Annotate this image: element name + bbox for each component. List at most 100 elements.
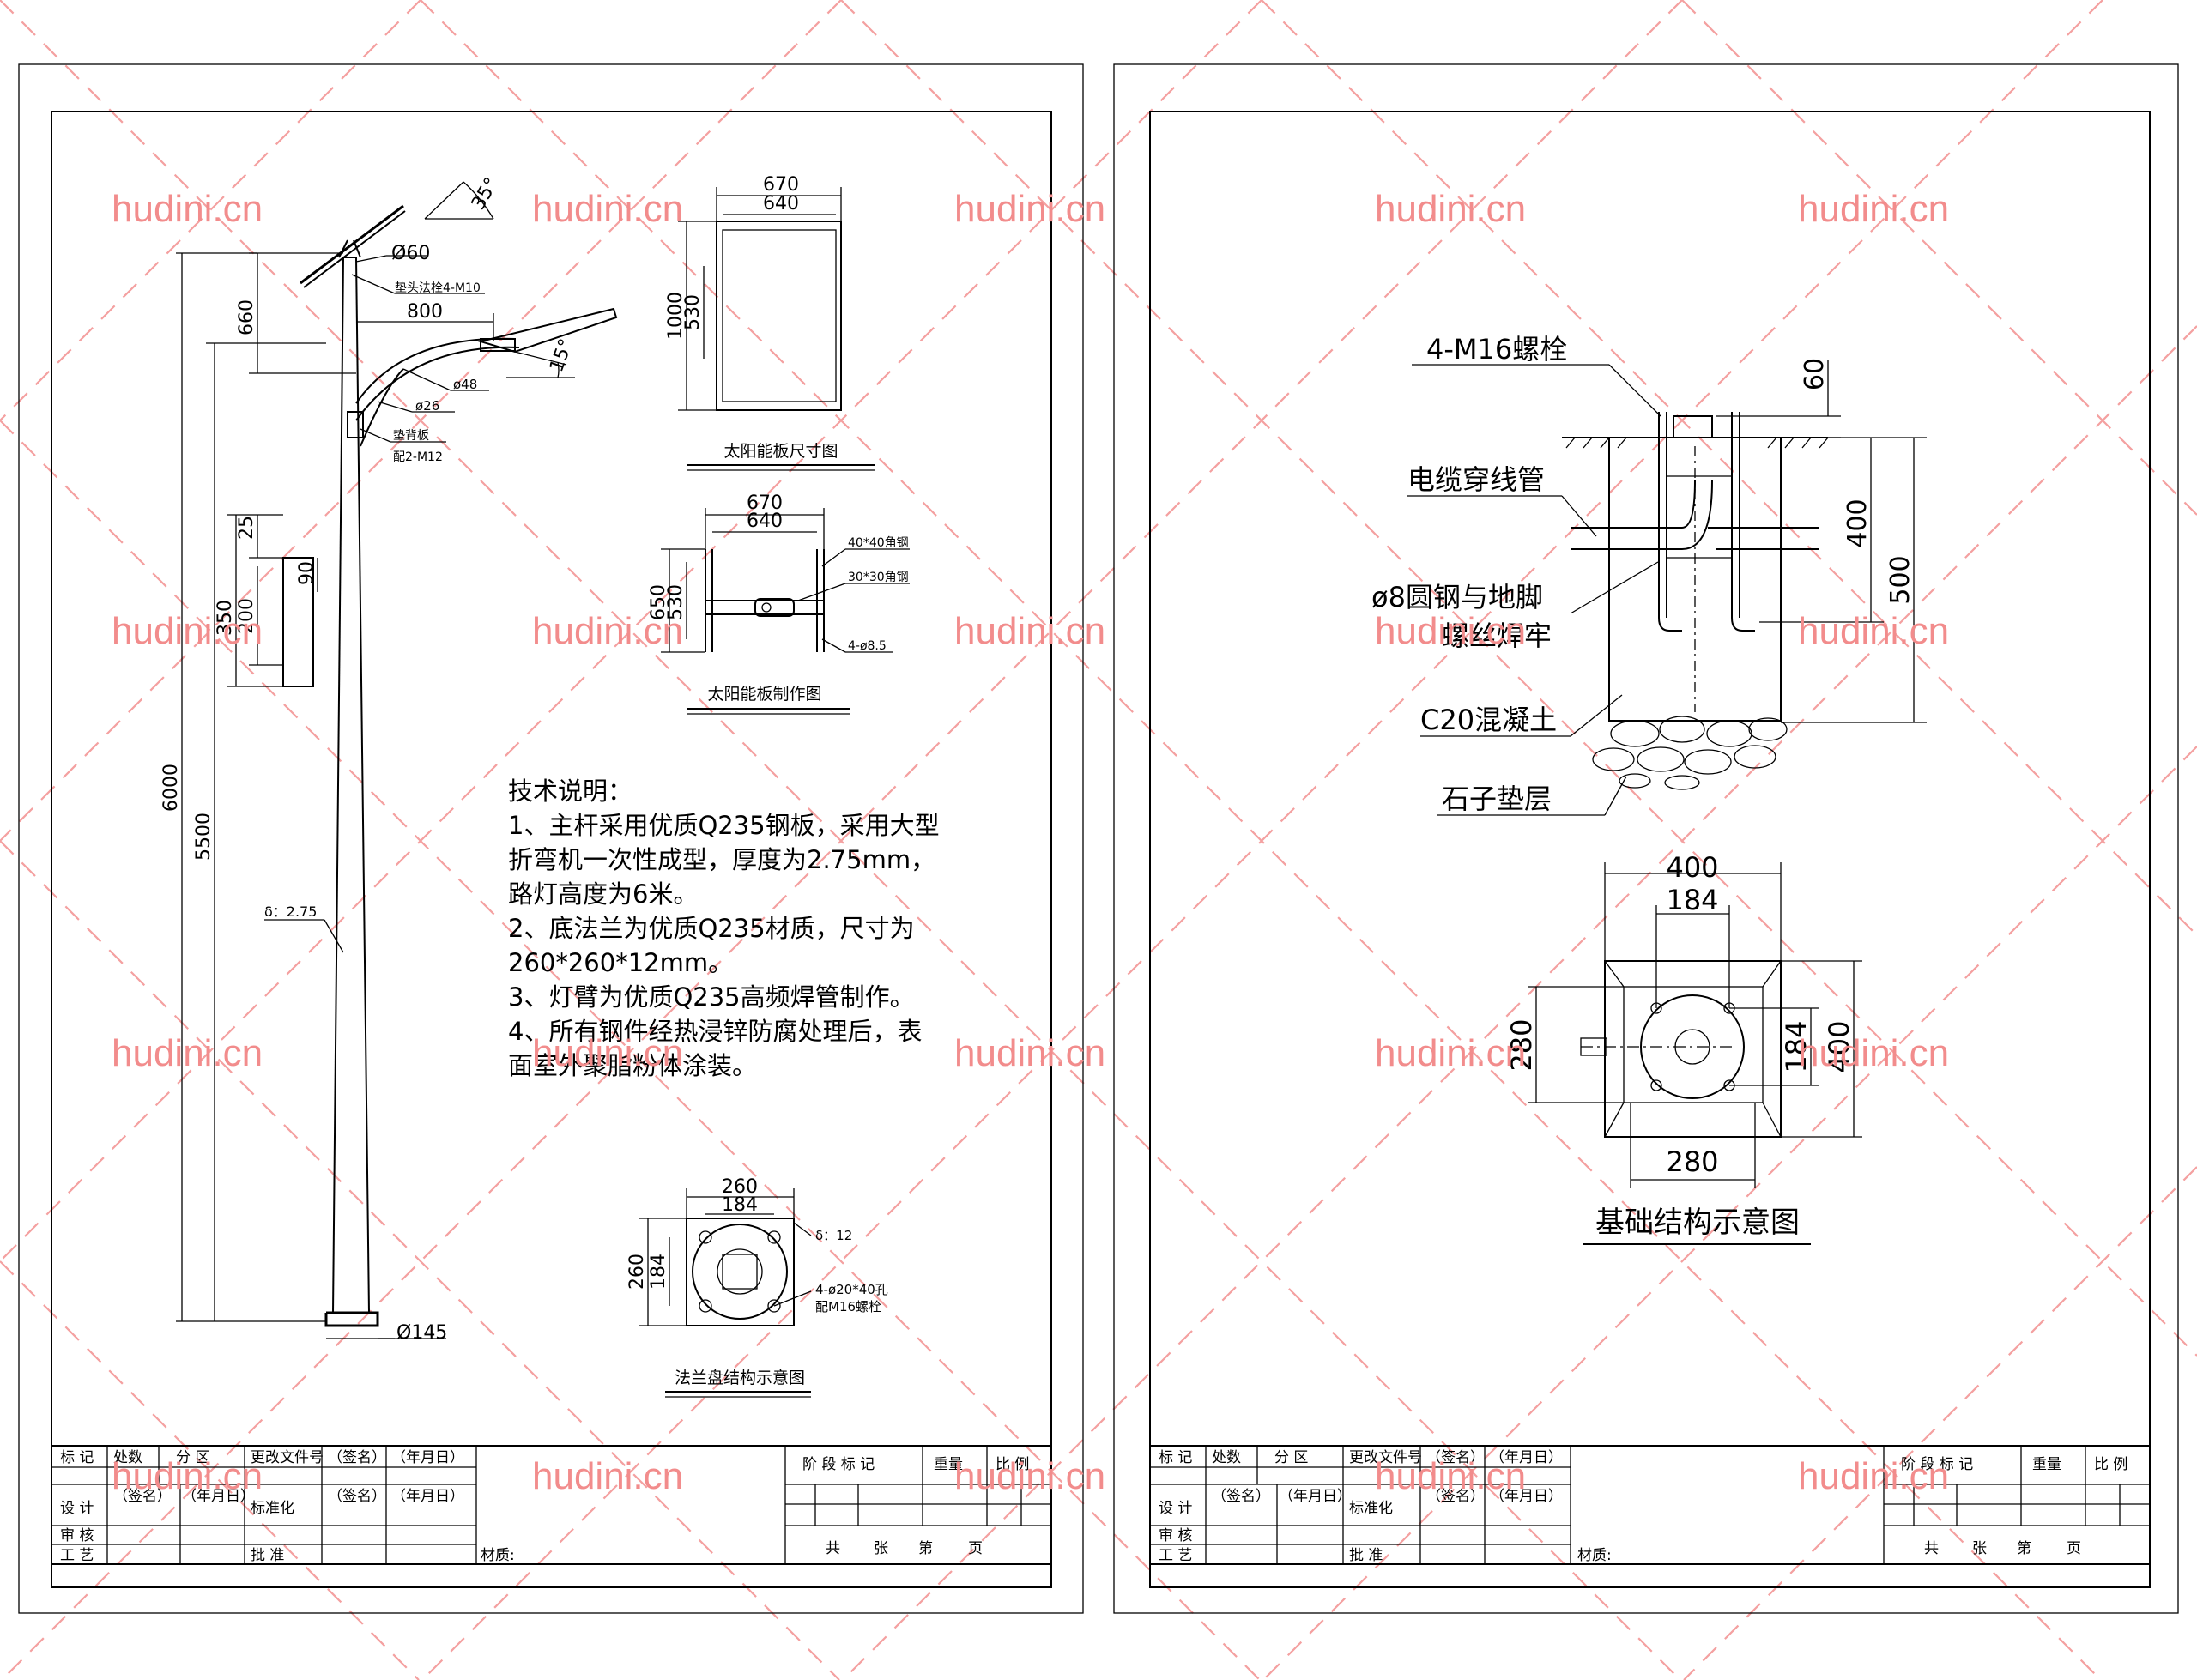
flange-caption: 法兰盘结构示意图 — [675, 1369, 805, 1387]
d26-label: ø26 — [415, 398, 439, 414]
tbl-weight: 重量 — [934, 1456, 963, 1473]
title-block-right: 标 记 处数 分 区 更改文件号 （签名） （年月日） （签名） （年月日） （… — [1149, 1445, 2151, 1565]
tbr-sign: （签名） — [1426, 1449, 1485, 1466]
angle-arm-label: 15° — [546, 336, 578, 375]
watermark-text: hudini.cn — [1375, 1455, 1526, 1497]
plan-184-top: 184 — [1666, 884, 1718, 916]
panel-make-640: 640 — [747, 511, 783, 532]
flange-bolt-label: 垫头法栓4-M10 — [395, 281, 481, 295]
title-block-left: 标 记 处数 分 区 更改文件号 （签名） （年月日） （签名） （年月日） （… — [51, 1445, 1052, 1565]
watermark-text: hudini.cn — [112, 1455, 263, 1497]
tbl-date-2: （年月日） — [182, 1488, 255, 1505]
d800-label: 800 — [407, 301, 443, 323]
plan-184-right: 184 — [1780, 1020, 1813, 1073]
watermark-text: hudini.cn — [954, 188, 1105, 230]
concrete-label: C20混凝土 — [1420, 704, 1557, 736]
watermark-text: hudini.cn — [1375, 1032, 1526, 1074]
foundation-caption: 基础结构示意图 — [1595, 1206, 1800, 1240]
tbr-page: 页 — [2067, 1540, 2081, 1557]
panel-size-530: 530 — [682, 294, 704, 330]
tbl-pageno: 第 — [918, 1540, 933, 1557]
watermark-text: hudini.cn — [532, 188, 683, 230]
flange-260-side: 260 — [626, 1254, 648, 1290]
panel-holes: 4-ø8.5 — [848, 639, 887, 653]
notes-line-6: 3、灯臂为优质Q235高频焊管制作。 — [508, 982, 915, 1012]
foundation-section: 60 400 500 4-M16螺栓 电缆穿线管 ø8圆钢与地脚 螺丝焊牢 C2… — [1371, 333, 1927, 816]
watermark-text: hudini.cn — [954, 1455, 1105, 1497]
tbl-standard: 标准化 — [251, 1500, 294, 1517]
plan-280-bottom: 280 — [1666, 1145, 1718, 1178]
tbl-change: 更改文件号 — [251, 1449, 324, 1466]
watermark-text: hudini.cn — [1798, 610, 1949, 652]
section-d500: 500 — [1885, 555, 1916, 604]
tbr-total: 共 — [1924, 1540, 1939, 1557]
tbl-date: （年月日） — [391, 1449, 464, 1466]
plate-label-1: 垫背板 — [393, 429, 429, 443]
conduit-label: 电缆穿线管 — [1407, 463, 1545, 496]
tbr-review: 审 核 — [1159, 1527, 1192, 1544]
tbl-page: 页 — [968, 1540, 983, 1557]
d200-label: 200 — [236, 598, 257, 634]
d350-label: 350 — [215, 600, 236, 636]
plan-400-right: 400 — [1823, 1020, 1855, 1073]
section-d400: 400 — [1843, 499, 1873, 547]
flange-184-top: 184 — [722, 1194, 758, 1216]
angle-steel-40: 40*40角钢 — [848, 536, 909, 550]
rebar-label-2: 螺丝焊牢 — [1442, 619, 1552, 652]
d48-label: ø48 — [453, 377, 477, 392]
watermark-text: hudini.cn — [954, 610, 1105, 652]
sheet-borders — [18, 63, 2179, 1614]
tbl-scale: 比 例 — [996, 1456, 1029, 1473]
notes-line-5: 260*260*12mm。 — [508, 948, 733, 977]
panel-make-670: 670 — [747, 493, 783, 514]
panel-size-640: 640 — [763, 193, 799, 215]
watermark-text: hudini.cn — [954, 1032, 1105, 1074]
plate-label-2: 配2-M12 — [393, 450, 443, 464]
tbl-total: 共 — [826, 1540, 840, 1557]
tbr-count: 处数 — [1212, 1449, 1241, 1466]
tbr-weight: 重量 — [2032, 1456, 2061, 1473]
tbl-count: 处数 — [113, 1449, 142, 1466]
panel-size-670: 670 — [763, 174, 799, 196]
panel-make-caption: 太阳能板制作图 — [707, 685, 821, 704]
d90-label: 90 — [296, 561, 318, 585]
flange-holes-2: 配M16螺栓 — [815, 1299, 881, 1314]
watermark-text: hudini.cn — [1798, 188, 1949, 230]
d5500-label: 5500 — [193, 813, 215, 861]
tbl-mark: 标 记 — [60, 1449, 94, 1466]
d145-label: Ø145 — [396, 1322, 447, 1344]
watermark-labels: hudini.cn hudini.cn hudini.cn hudini.cn … — [112, 188, 1949, 1497]
watermark-text: hudini.cn — [112, 188, 263, 230]
notes-title: 技术说明： — [508, 777, 632, 806]
tbl-craft: 工 艺 — [60, 1547, 94, 1564]
panel-size-drawing: 670 640 1000 530 太阳能板尺寸图 — [665, 174, 875, 471]
tbr-approve: 批 准 — [1349, 1547, 1383, 1564]
foundation-plan: 400 184 280 184 400 280 基础结构示意图 — [1505, 851, 1862, 1245]
notes-line-2: 折弯机一次性成型，厚度为2.75mm， — [508, 845, 935, 874]
thickness-label: δ：2.75 — [264, 903, 317, 920]
watermark-text: hudini.cn — [1798, 1032, 1949, 1074]
tbr-sheets: 张 — [1972, 1540, 1987, 1557]
tbr-design: 设 计 — [1159, 1500, 1192, 1517]
tbr-stage: 阶 段 标 记 — [1901, 1456, 1973, 1473]
panel-size-1000: 1000 — [665, 292, 687, 340]
panel-make-drawing: 670 640 650 530 40*40角钢 30*30角钢 4-ø8.5 太… — [648, 493, 910, 715]
angle-steel-30: 30*30角钢 — [848, 571, 909, 584]
tbl-sign-3: （签名） — [328, 1488, 386, 1505]
watermark-text: hudini.cn — [532, 610, 683, 652]
flange-260-top: 260 — [722, 1176, 758, 1198]
section-d60: 60 — [1800, 358, 1830, 390]
d60-label: Ø60 — [391, 243, 430, 264]
tbr-mark: 标 记 — [1159, 1449, 1192, 1466]
tbr-date: （年月日） — [1490, 1449, 1563, 1466]
watermark-text: hudini.cn — [112, 1032, 263, 1074]
notes-line-4: 2、底法兰为优质Q235材质，尺寸为 — [508, 914, 915, 943]
d660-label: 660 — [236, 299, 257, 335]
gravel-label: 石子垫层 — [1442, 783, 1552, 815]
watermark-text: hudini.cn — [532, 1032, 683, 1074]
tbl-stage: 阶 段 标 记 — [802, 1456, 875, 1473]
flange-drawing: 260 184 260 184 δ：12 4-ø20*40孔 配M16螺栓 法兰… — [626, 1176, 888, 1398]
angle-panel-label: 35° — [468, 174, 503, 214]
notes-line-7: 4、所有钢件经热浸锌防腐处理后，表 — [508, 1017, 922, 1046]
notes-line-1: 1、主杆采用优质Q235钢板，采用大型 — [508, 811, 940, 840]
